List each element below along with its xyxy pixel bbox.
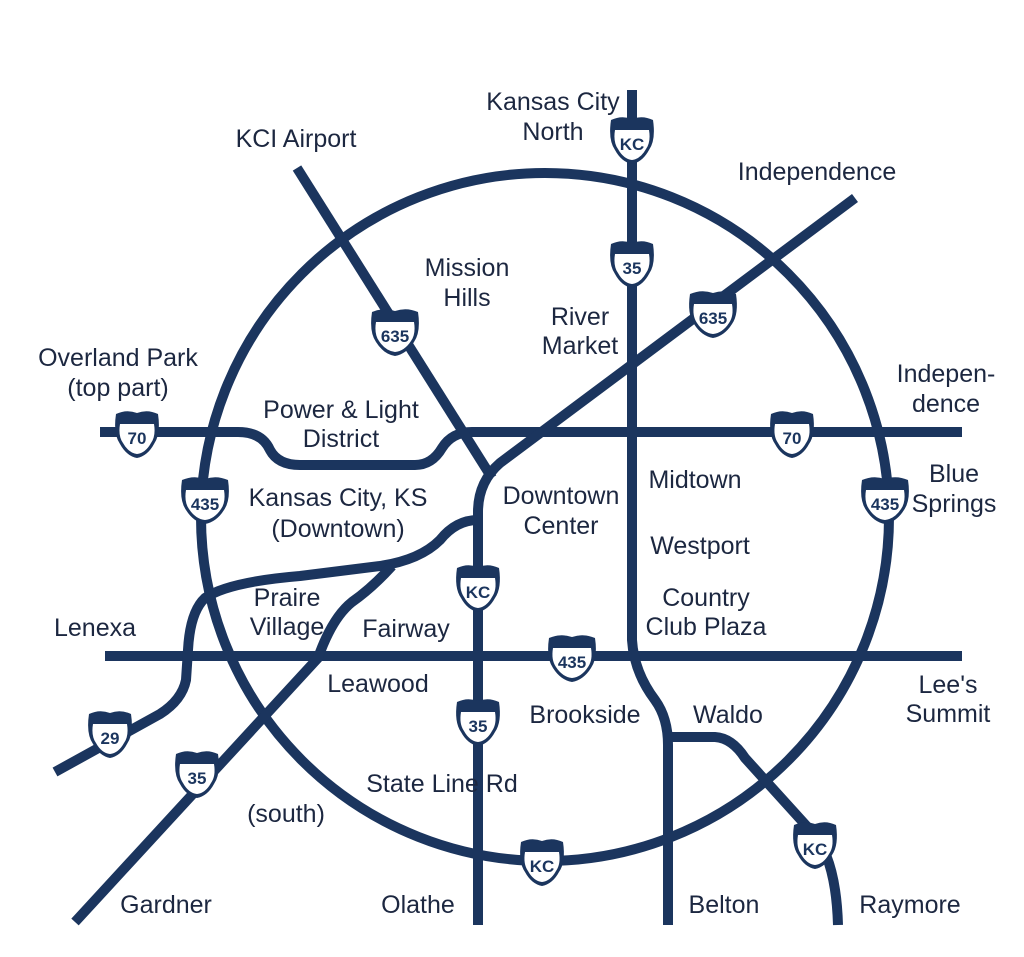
place-label: Lee's <box>919 671 978 699</box>
place-label: Westport <box>650 532 750 560</box>
place-label: Independence <box>738 158 896 186</box>
route-number: 70 <box>783 429 802 448</box>
place-label: State Line Rd <box>366 770 518 798</box>
road-i635-olathe <box>473 193 858 925</box>
place-label: Village <box>250 613 325 641</box>
place-label: Club Plaza <box>646 613 767 641</box>
place-label: (south) <box>247 800 325 828</box>
route-number: 435 <box>871 495 899 514</box>
place-label: Raymore <box>859 891 960 919</box>
place-label: Indepen- <box>897 360 996 388</box>
route-number: 35 <box>469 717 488 736</box>
place-label: KCI Airport <box>236 125 357 153</box>
road-i35-north-belton <box>627 90 673 925</box>
place-label: dence <box>912 390 980 418</box>
route-number: 35 <box>623 259 642 278</box>
route-number: 29 <box>101 729 120 748</box>
place-label: Springs <box>912 490 997 518</box>
road-kck-lenexa-29 <box>52 515 479 777</box>
route-shield-29: 29 <box>88 711 132 758</box>
place-label: Fairway <box>362 615 450 643</box>
place-label: Mission <box>425 254 510 282</box>
place-label: Belton <box>689 891 760 919</box>
place-label: Praire <box>254 584 321 612</box>
route-shield-kc: KC <box>610 117 654 164</box>
route-number: KC <box>803 840 828 859</box>
route-number: 435 <box>191 495 219 514</box>
place-label: Summit <box>906 700 991 728</box>
route-number: 635 <box>699 309 727 328</box>
place-label: Gardner <box>120 891 212 919</box>
route-shield-kc: KC <box>456 565 500 612</box>
route-number: KC <box>466 583 491 602</box>
route-shield-435: 435 <box>861 477 909 524</box>
place-label: Leawood <box>327 670 428 698</box>
route-shield-435: 435 <box>181 477 229 524</box>
route-shield-35: 35 <box>175 751 219 798</box>
place-label: Country <box>662 584 750 612</box>
place-label: River <box>551 303 609 331</box>
place-label: Blue <box>929 460 979 488</box>
place-label: Downtown <box>503 482 620 510</box>
place-label: Lenexa <box>54 614 136 642</box>
route-number: 70 <box>128 429 147 448</box>
place-label: Overland Park <box>38 344 198 372</box>
place-label: Market <box>542 332 618 360</box>
place-label: Olathe <box>381 891 455 919</box>
place-label: (top part) <box>67 374 168 402</box>
place-label: Power & Light <box>263 396 419 424</box>
route-shield-kc: KC <box>793 822 837 869</box>
route-shield-35: 35 <box>610 241 654 288</box>
route-number: 35 <box>188 769 207 788</box>
place-label: (Downtown) <box>271 515 404 543</box>
place-label: Kansas City <box>486 88 620 116</box>
place-label: Kansas City, KS <box>249 484 428 512</box>
place-label: District <box>303 425 379 453</box>
route-number: KC <box>620 135 645 154</box>
place-label: Waldo <box>693 701 763 729</box>
route-number: 635 <box>381 327 409 346</box>
place-label: Hills <box>443 284 490 312</box>
place-label: Center <box>523 512 598 540</box>
route-shield-70: 70 <box>770 411 814 458</box>
route-shield-70: 70 <box>115 411 159 458</box>
route-shield-35: 35 <box>456 699 500 746</box>
place-label: Brookside <box>529 701 640 729</box>
route-shield-635: 635 <box>371 309 419 356</box>
route-shield-435: 435 <box>548 635 596 682</box>
route-number: 435 <box>558 653 586 672</box>
route-shield-kc: KC <box>520 839 564 886</box>
road-i35-southwest <box>71 562 396 926</box>
route-shield-635: 635 <box>689 291 737 338</box>
route-number: KC <box>530 857 555 876</box>
road-i70 <box>100 427 962 470</box>
place-label: North <box>522 118 583 146</box>
place-label: Midtown <box>648 466 741 494</box>
